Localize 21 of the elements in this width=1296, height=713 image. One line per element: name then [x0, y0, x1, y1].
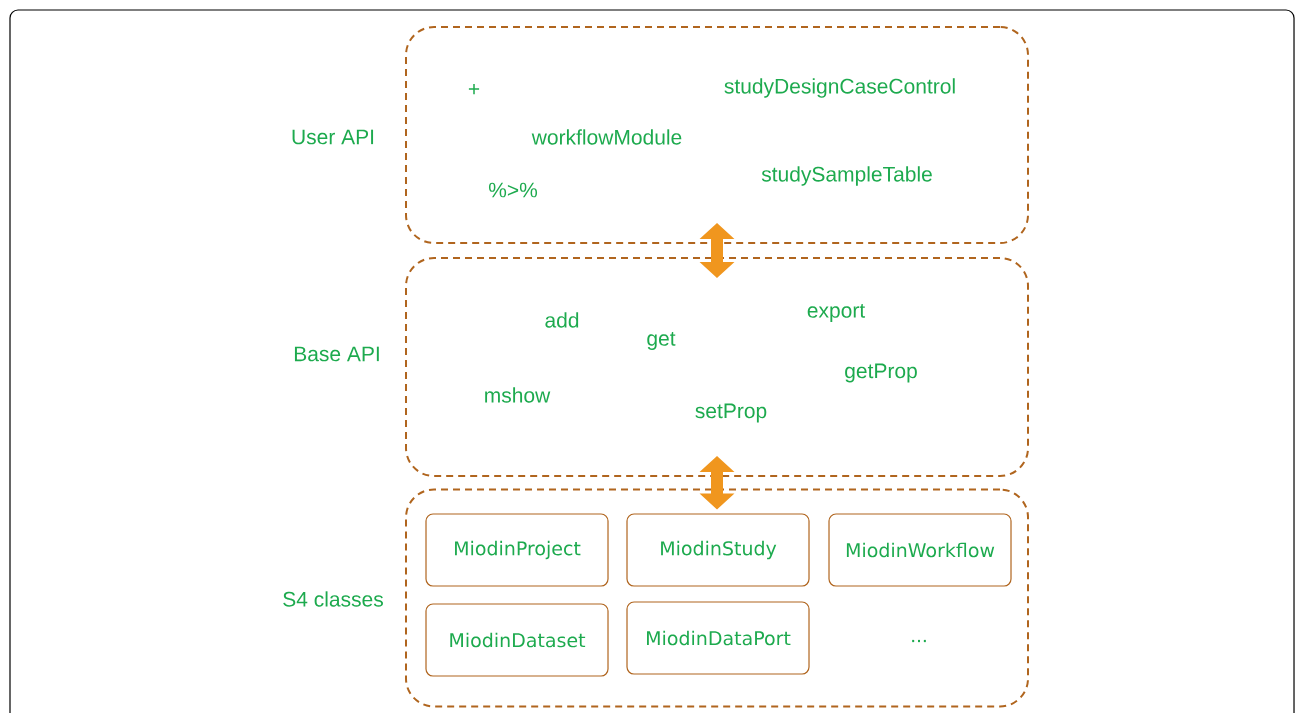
class-box: MiodinDataset — [425, 603, 609, 677]
ellipsis: ... — [912, 639, 926, 643]
class-box: MiodinWorkflow — [828, 513, 1012, 587]
class-box: MiodinDataPort — [626, 601, 810, 675]
function-name: mshow — [485, 387, 551, 403]
function-name: studyDesignCaseControl — [724, 78, 955, 98]
function-name: getProp — [845, 363, 917, 383]
function-name: setProp — [695, 403, 767, 423]
function-name: get — [647, 332, 676, 350]
function-name: workflowModule — [531, 129, 682, 145]
function-name: export — [807, 304, 865, 322]
class-box: MiodinProject — [425, 513, 609, 587]
function-name: %>% — [488, 182, 538, 198]
function-name: + — [468, 83, 480, 95]
layer-label: S4 classes — [283, 591, 383, 607]
function-name: add — [545, 312, 579, 328]
layer-label: User API — [292, 129, 374, 145]
class-box: MiodinStudy — [626, 513, 810, 587]
function-name: studySampleTable — [761, 166, 932, 186]
double-arrow — [699, 223, 735, 278]
layer-label: Base API — [294, 346, 379, 362]
